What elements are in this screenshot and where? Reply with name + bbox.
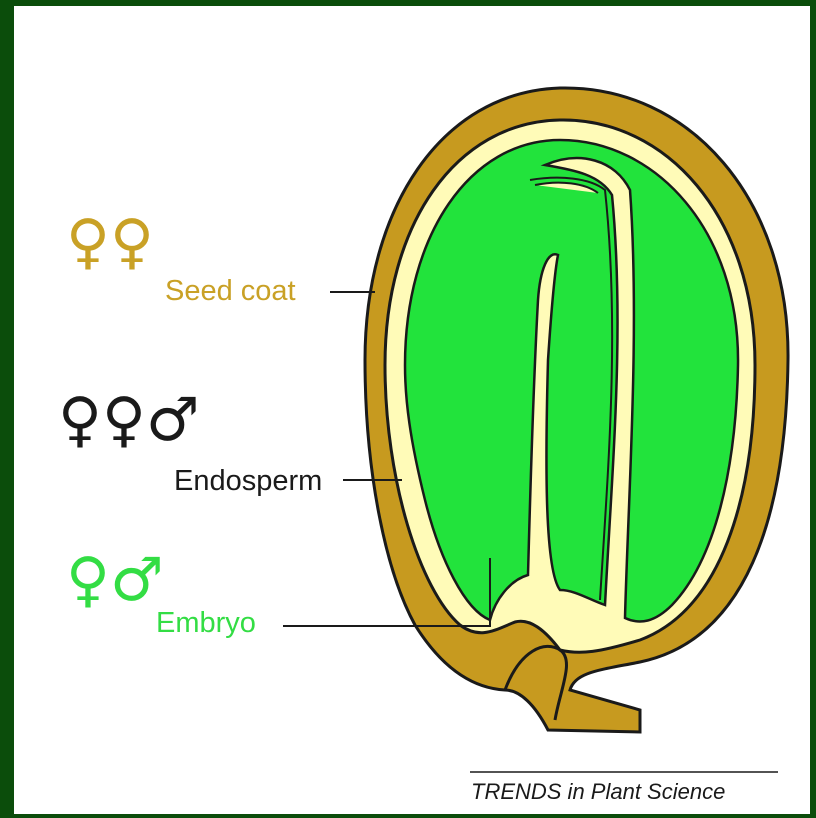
credit-text: TRENDS in Plant Science [471,779,725,804]
seed-coat-label: Seed coat [165,275,296,307]
endosperm-symbols: ♀♀♂ [58,385,200,455]
embryo-symbols: ♀♂ [66,545,164,615]
seed-coat-symbols: ♀♀ [66,207,154,277]
embryo-shape [405,140,738,622]
embryo-label: Embryo [156,607,256,639]
endosperm-label: Endosperm [174,465,322,497]
